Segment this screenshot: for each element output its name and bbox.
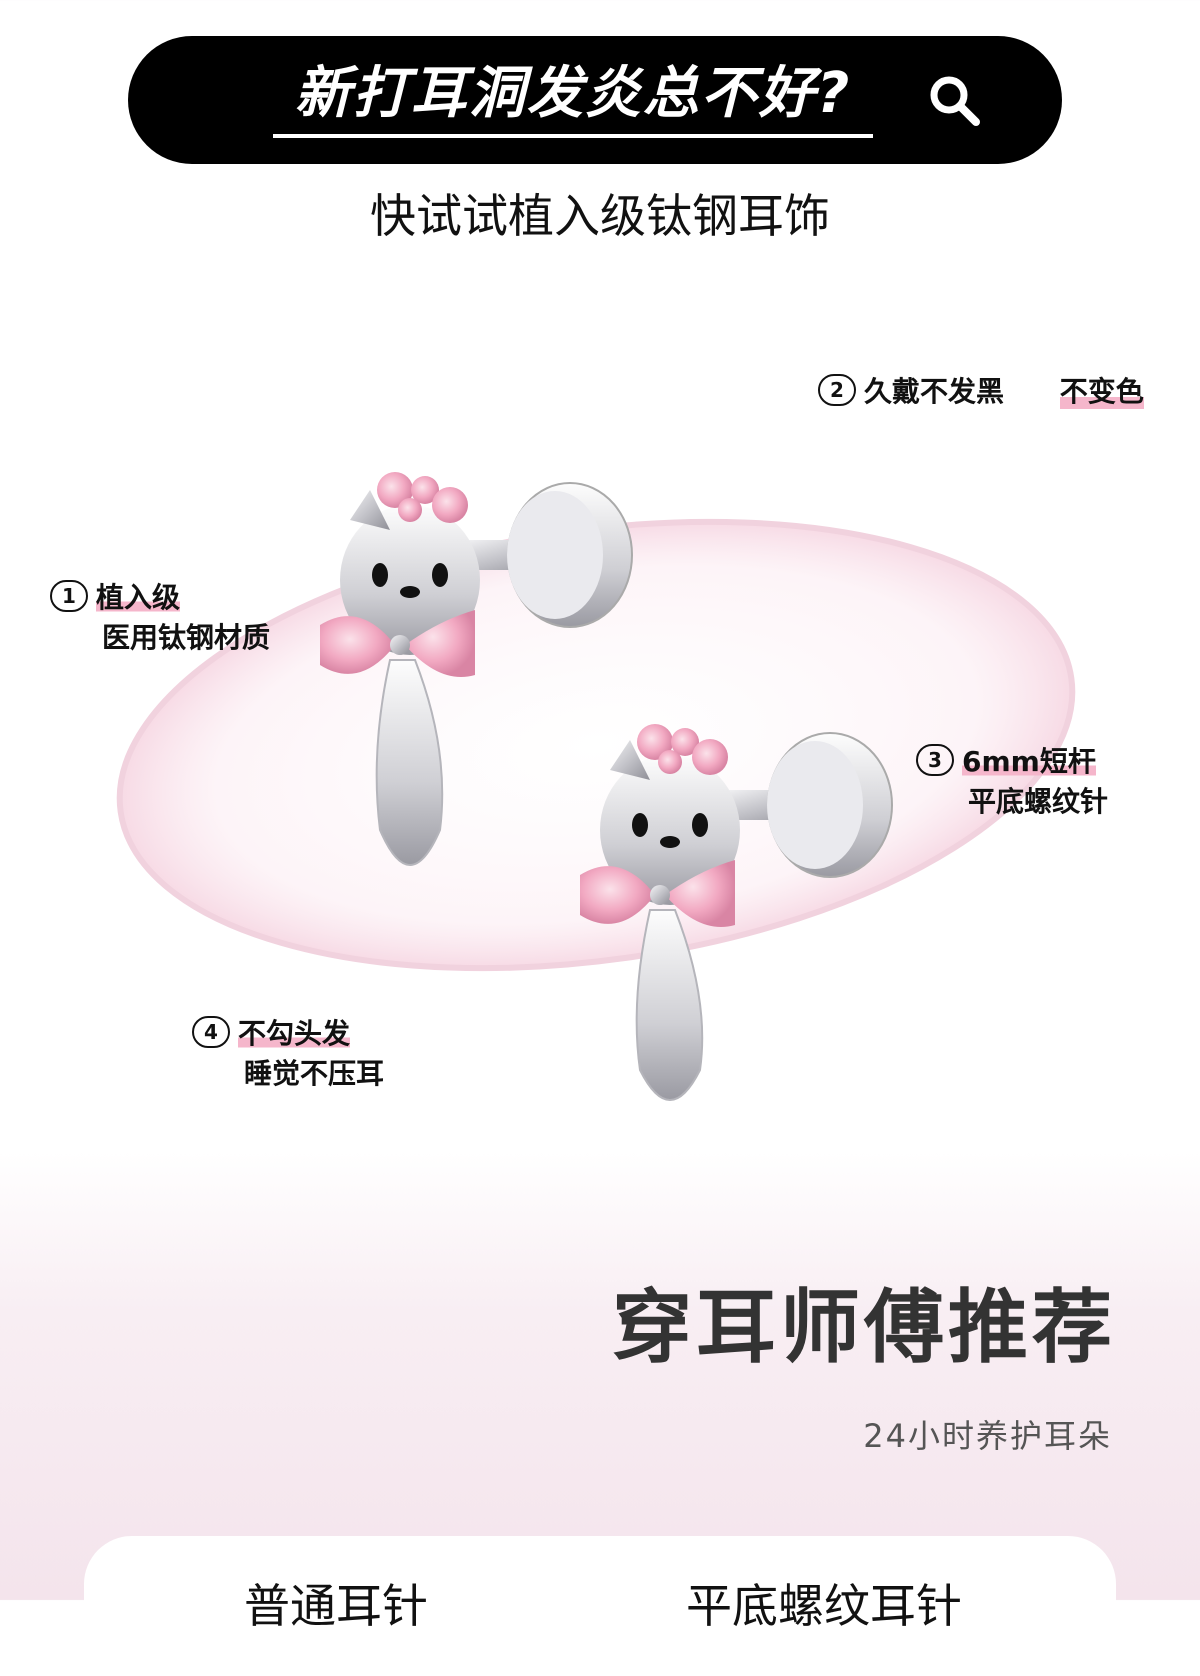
callout-line2: 不变色 — [1059, 372, 1144, 412]
compare-label-ordinary: 普通耳针 — [244, 1579, 428, 1633]
earring-product-image-1 — [320, 472, 633, 866]
earring-product-image-2 — [580, 724, 893, 1101]
search-icon[interactable] — [924, 70, 984, 130]
callout-line1: 6mm短杆 — [962, 745, 1096, 778]
recommend-subtitle: 24小时养护耳朵 — [863, 1417, 1112, 1455]
search-title: 新打耳洞发炎总不好? — [273, 54, 873, 138]
callout-number-badge: 3 — [916, 744, 954, 776]
page-subtitle: 快试试植入级钛钢耳饰 — [370, 189, 830, 243]
callout-number-badge: 2 — [818, 374, 856, 406]
search-bar[interactable]: 新打耳洞发炎总不好? — [128, 36, 1062, 164]
callout-line2: 平底螺纹针 — [968, 785, 1109, 818]
callout-line2: 睡觉不压耳 — [244, 1057, 385, 1090]
recommend-title: 穿耳师傅推荐 — [612, 1281, 1116, 1374]
callout-line1: 植入级 — [96, 581, 181, 614]
callout-line2: 医用钛钢材质 — [102, 621, 271, 654]
callout-line1: 久戴不发黑 — [864, 375, 1005, 408]
callout-line1: 不勾头发 — [238, 1017, 351, 1050]
compare-label-flat-screw: 平底螺纹耳针 — [686, 1579, 962, 1633]
callout-number-badge: 1 — [50, 580, 88, 612]
comparison-card: 普通耳针 平底螺纹耳针 — [84, 1536, 1116, 1676]
callout-number-badge: 4 — [192, 1016, 230, 1048]
